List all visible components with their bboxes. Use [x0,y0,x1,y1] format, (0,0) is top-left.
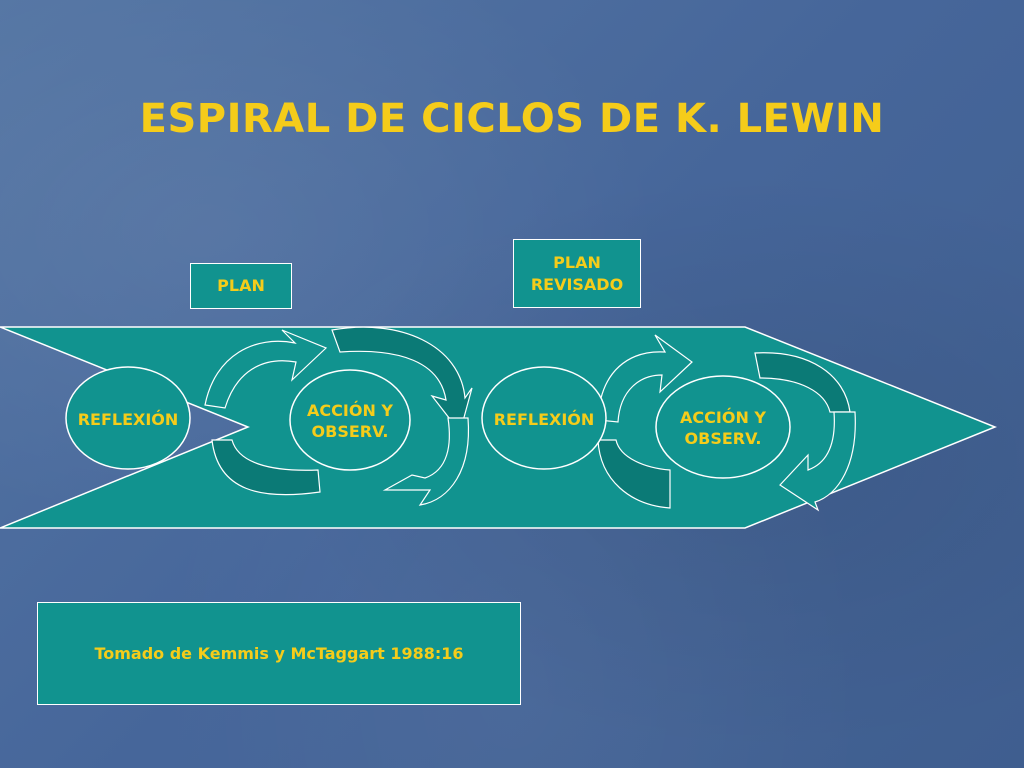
plan-box: PLAN [190,263,292,309]
node-label-reflexion-1: REFLEXIÓN [66,398,190,440]
curved-arrow-bottom-left [211,439,321,496]
node-text: ACCIÓN Y [307,401,393,420]
curved-arrow-bottom-right-2 [779,411,856,512]
node-reflexion-2 [481,366,607,470]
node-accion-1 [289,369,411,471]
plan-revisado-line2: REVISADO [530,274,624,294]
node-label-reflexion-2: REFLEXIÓN [482,398,606,440]
plan-revisado-line1: PLAN [553,252,601,272]
node-text: ACCIÓN Y [680,408,766,427]
node-reflexion-1 [65,366,191,470]
node-label-accion-2: ACCIÓN Y OBSERV. [660,405,786,451]
page-title: ESPIRAL DE CICLOS DE K. LEWIN [139,96,885,142]
curved-arrow-top-right [331,326,473,434]
plan-revisado-box: PLAN REVISADO [513,239,641,308]
node-accion-2 [655,375,791,479]
node-text: REFLEXIÓN [493,409,595,429]
curved-arrow-top-left [204,329,328,409]
source-citation: Tomado de Kemmis y McTaggart 1988:16 [94,644,464,663]
node-text-2: OBSERV. [684,429,762,448]
node-text-2: OBSERV. [311,422,389,441]
node-text: REFLEXIÓN [77,409,179,429]
curved-arrow-bottom-left-2 [597,439,671,509]
node-label-accion-1: ACCIÓN Y OBSERV. [290,398,410,444]
curved-arrow-bottom-right [382,417,470,506]
curved-arrow-top-left-2 [597,334,693,423]
plan-label: PLAN [217,276,265,295]
source-citation-box: Tomado de Kemmis y McTaggart 1988:16 [37,602,521,705]
